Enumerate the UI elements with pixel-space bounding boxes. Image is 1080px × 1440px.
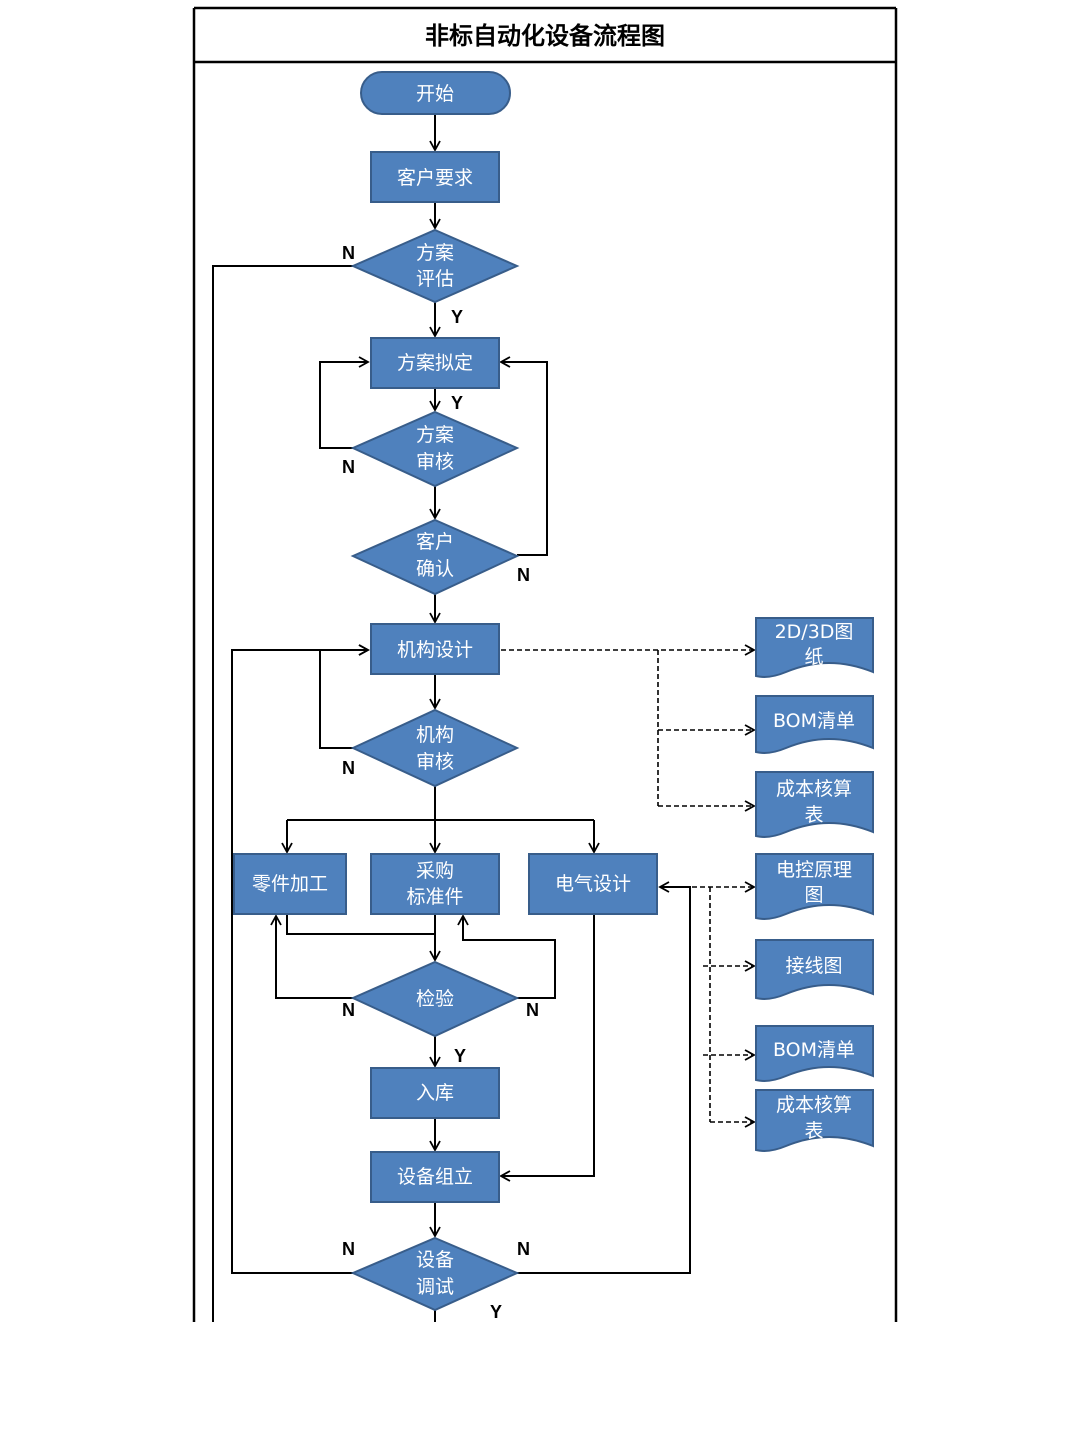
page-title: 非标自动化设备流程图 (425, 22, 665, 50)
node-customer-confirm-label-2: 确认 (416, 558, 454, 580)
doc-electrical-schematic-label-2: 图 (804, 884, 823, 906)
node-customer-requirement-label: 客户要求 (397, 167, 473, 189)
edge-label-no: N (526, 1000, 539, 1020)
doc-mech-cost-label-2: 表 (804, 804, 823, 826)
node-mechanism-review-label-2: 审核 (416, 751, 454, 773)
document-connectors (501, 644, 756, 1128)
doc-wiring-diagram: 接线图 (755, 939, 874, 1000)
edge-label-no: N (342, 1239, 355, 1259)
edge-label-no: N (342, 758, 355, 778)
node-plan-draft: 方案拟定 (370, 337, 500, 389)
node-customer-confirm: 客户 确认 (350, 518, 520, 596)
node-plan-review-label-1: 方案 (416, 424, 454, 446)
node-equipment-assembly: 设备组立 (370, 1151, 500, 1203)
doc-mech-bom: BOM清单 (755, 695, 874, 754)
node-purchase-label-1: 采购 (416, 860, 454, 882)
node-plan-evaluation-label-2: 评估 (416, 268, 454, 290)
node-warehousing: 入库 (370, 1067, 500, 1119)
edge-label-no: N (342, 457, 355, 477)
doc-2d3d-drawing: 2D/3D图 纸 (755, 617, 874, 678)
node-customer-requirement: 客户要求 (370, 151, 500, 203)
node-equipment-debugging: 设备 调试 (350, 1236, 520, 1312)
node-customer-confirm-label-1: 客户 (416, 531, 454, 553)
node-equipment-debugging-label-1: 设备 (416, 1249, 454, 1271)
doc-elec-cost-sheet: 成本核算 表 (755, 1089, 874, 1152)
node-plan-review: 方案 审核 (350, 410, 520, 488)
doc-electrical-schematic: 电控原理 图 (755, 853, 874, 920)
node-mechanism-design-label: 机构设计 (397, 639, 473, 661)
doc-mech-bom-label: BOM清单 (773, 710, 855, 732)
node-parts-machining-label: 零件加工 (252, 873, 328, 895)
node-plan-evaluation: 方案 评估 (350, 228, 520, 304)
doc-2d3d-drawing-label-2: 纸 (804, 646, 823, 668)
node-plan-review-label-2: 审核 (416, 451, 454, 473)
edge-label-yes: Y (454, 1046, 466, 1066)
doc-elec-bom: BOM清单 (755, 1025, 874, 1082)
node-plan-draft-label: 方案拟定 (397, 352, 473, 374)
page-frame (192, 6, 898, 1322)
doc-elec-bom-label: BOM清单 (773, 1039, 855, 1061)
node-inspection-label: 检验 (416, 988, 454, 1010)
doc-electrical-schematic-label-1: 电控原理 (776, 859, 852, 881)
node-inspection: 检验 (350, 960, 520, 1038)
node-purchase-standard-parts: 采购 标准件 (370, 853, 500, 915)
node-purchase-label-2: 标准件 (406, 886, 463, 908)
node-mechanism-review-label-1: 机构 (416, 724, 454, 746)
node-parts-machining: 零件加工 (233, 853, 347, 915)
doc-mech-cost-label-1: 成本核算 (776, 778, 852, 800)
doc-2d3d-drawing-label-1: 2D/3D图 (775, 621, 854, 643)
node-mechanism-design: 机构设计 (370, 623, 500, 675)
edge-label-yes: Y (451, 307, 463, 327)
node-plan-evaluation-label-1: 方案 (416, 242, 454, 264)
edge-label-no: N (342, 243, 355, 263)
node-equipment-debugging-label-2: 调试 (416, 1276, 454, 1298)
node-start: 开始 (360, 71, 511, 115)
edge-label-no: N (517, 565, 530, 585)
connectors (212, 114, 691, 1322)
node-equipment-assembly-label: 设备组立 (397, 1166, 473, 1188)
node-electrical-design: 电气设计 (528, 853, 658, 915)
doc-elec-cost-label-2: 表 (804, 1120, 823, 1142)
edge-labels: N Y Y N N N N N Y N N Y (342, 243, 539, 1322)
doc-mech-cost-sheet: 成本核算 表 (755, 771, 874, 838)
edge-label-no: N (342, 1000, 355, 1020)
edge-label-yes: Y (451, 393, 463, 413)
edge-label-yes: Y (490, 1302, 502, 1322)
doc-elec-cost-label-1: 成本核算 (776, 1094, 852, 1116)
node-electrical-design-label: 电气设计 (555, 873, 631, 895)
edge-label-no: N (517, 1239, 530, 1259)
node-mechanism-review: 机构 审核 (350, 708, 520, 788)
node-start-label: 开始 (416, 83, 454, 105)
node-warehousing-label: 入库 (416, 1082, 454, 1104)
doc-wiring-diagram-label: 接线图 (785, 955, 842, 977)
